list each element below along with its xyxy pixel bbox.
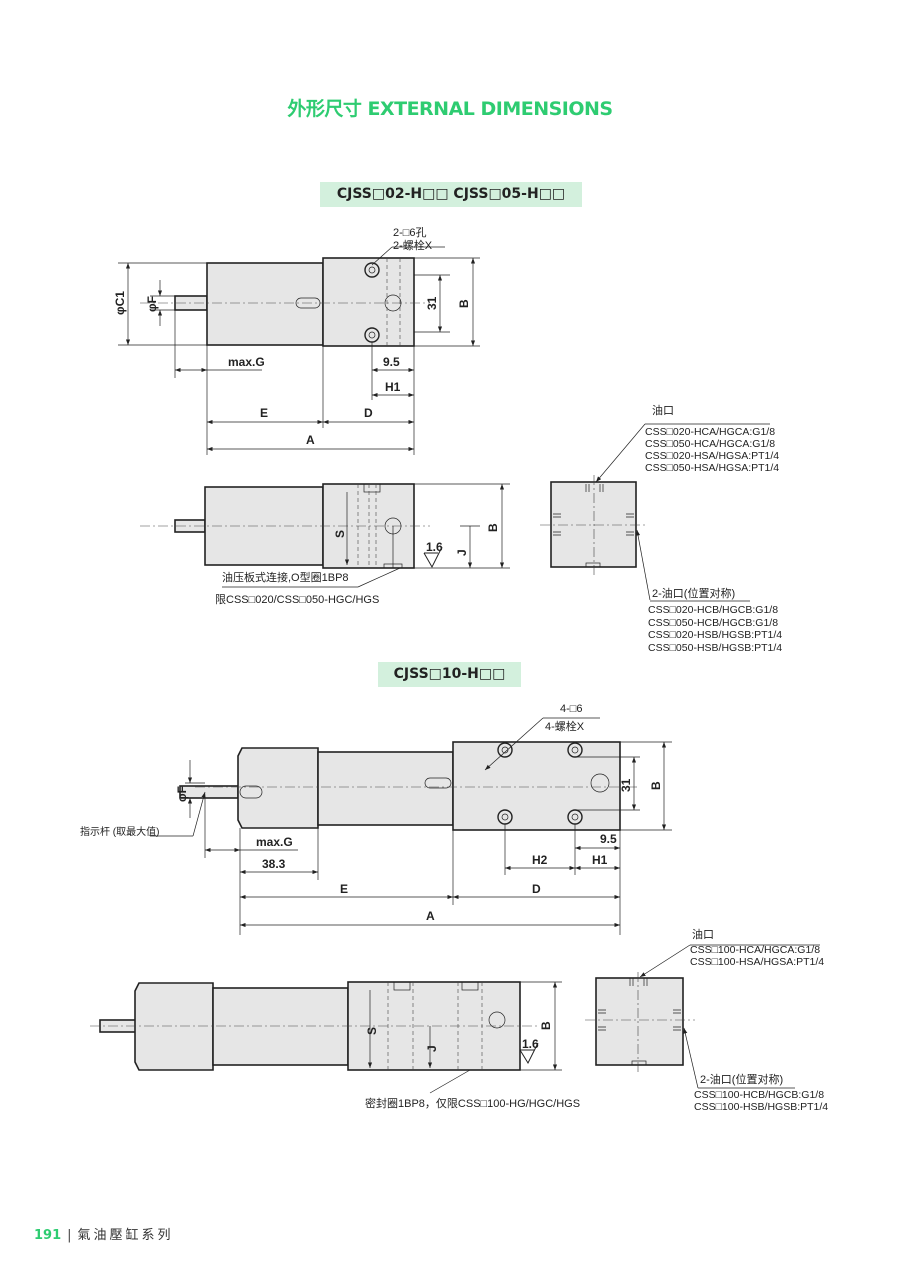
page-number: 191	[34, 1228, 62, 1243]
dim-h2: H2	[532, 853, 548, 867]
dim-e: E	[260, 406, 268, 420]
dim-9-5: 9.5	[383, 355, 400, 369]
dim-f: φF	[145, 296, 159, 312]
dim-a-10: A	[426, 909, 435, 923]
drawing-end-view-10	[585, 944, 820, 1089]
dim-j-10: J	[425, 1045, 439, 1052]
dim-max-g: max.G	[228, 355, 265, 369]
dim-h1-10: H1	[592, 853, 608, 867]
port2-line: CSS□100-HSB/HGSB:PT1/4	[694, 1100, 829, 1113]
port2-line: CSS□050-HCB/HGCB:G1/8	[648, 616, 779, 629]
drawing-top-view-10: φF 31 B max.G 38.3 9.5 H2 H1 E D A 4-□6 …	[80, 703, 672, 935]
dim-b: B	[457, 299, 471, 308]
dim-c1: φC1	[113, 291, 127, 315]
hole-note-10-2: 4-螺栓X	[545, 719, 585, 733]
port-line: CSS□100-HSA/HGSA:PT1/4	[690, 956, 825, 968]
side-note-2: 限CSS□020/CSS□050-HGC/HGS	[215, 594, 380, 606]
page-title: 外形尺寸 EXTERNAL DIMENSIONS	[287, 98, 613, 120]
footer-separator: |	[67, 1228, 72, 1243]
section-label-cjss02-05: CJSS□02-H□□ CJSS□05-H□□	[320, 182, 582, 207]
dim-s: S	[333, 530, 347, 538]
dim-h1: H1	[385, 380, 401, 394]
port2-title-10: 2-油口(位置对称)	[700, 1074, 784, 1086]
port-list-10: CSS□100-HCA/HGCA:G1/8 CSS□100-HSA/HGSA:P…	[690, 944, 824, 968]
drawing-side-view-10: S J B 1.6	[90, 981, 562, 1094]
side-note-10: 密封圈1BP8，仅限CSS□100-HG/HGC/HGS	[365, 1098, 581, 1110]
dim-b-10: B	[649, 781, 663, 790]
dim-a: A	[306, 433, 315, 447]
indicator-rod-note: 指示杆 (取最大值)	[80, 825, 159, 838]
dim-j: J	[455, 549, 469, 556]
hole-note-10-1: 4-□6	[560, 703, 583, 715]
dim-s-10: S	[365, 1027, 379, 1035]
roughness-symbol-10: 1.6	[522, 1037, 539, 1051]
drawing-side-view-02-05: S B J 1.6	[140, 483, 510, 588]
dim-b-side-10: B	[539, 1021, 553, 1030]
port-line: CSS□050-HCA/HGCA:G1/8	[645, 438, 776, 450]
port2-line: CSS□100-HCB/HGCB:G1/8	[694, 1089, 825, 1101]
side-note-1: 油压板式连接,O型圈1BP8	[222, 572, 349, 584]
dim-e-10: E	[340, 882, 348, 896]
port-line: CSS□050-HSA/HGSA:PT1/4	[645, 462, 780, 474]
drawing-end-view-02-05	[540, 423, 770, 602]
port-line: CSS□020-HCA/HGCA:G1/8	[645, 426, 776, 438]
page-footer: 191 | 氣油壓缸系列	[34, 1224, 174, 1243]
port-line: CSS□020-HSA/HGSA:PT1/4	[645, 450, 780, 462]
dim-d: D	[364, 406, 373, 420]
dim-9-5-10: 9.5	[600, 832, 617, 846]
port2-list: CSS□020-HCB/HGCB:G1/8 CSS□050-HCB/HGCB:G…	[648, 604, 782, 654]
dim-f-10: φF	[175, 786, 189, 802]
port2-line: CSS□020-HSB/HGSB:PT1/4	[648, 629, 783, 641]
port2-title: 2-油口(位置对称)	[652, 588, 736, 600]
port-line: CSS□100-HCA/HGCA:G1/8	[690, 944, 821, 956]
port-list: CSS□020-HCA/HGCA:G1/8 CSS□050-HCA/HGCA:G…	[645, 426, 779, 474]
port2-line: CSS□020-HCB/HGCB:G1/8	[648, 604, 779, 616]
dim-38-3: 38.3	[262, 857, 286, 871]
dim-d-10: D	[532, 882, 541, 896]
drawing-top-view-02-05: φC1 φF 31 B max.G 9.5 H1 E D A 2-□6孔 2-螺…	[113, 226, 480, 455]
dim-max-g-10: max.G	[256, 835, 293, 849]
port2-list-10: CSS□100-HCB/HGCB:G1/8 CSS□100-HSB/HGSB:P…	[694, 1089, 829, 1113]
hole-note-2: 2-螺栓X	[393, 238, 433, 252]
hole-note-1: 2-□6孔	[393, 226, 427, 239]
dim-31: 31	[425, 296, 439, 310]
port2-line: CSS□050-HSB/HGSB:PT1/4	[648, 641, 783, 654]
dim-b-side: B	[486, 523, 500, 532]
roughness-symbol: 1.6	[426, 540, 443, 554]
dim-31-10: 31	[619, 778, 633, 792]
port-title: 油口	[652, 405, 674, 417]
series-name: 氣油壓缸系列	[77, 1228, 174, 1243]
port-title-10: 油口	[692, 929, 714, 941]
section-label-cjss10: CJSS□10-H□□	[378, 662, 521, 687]
